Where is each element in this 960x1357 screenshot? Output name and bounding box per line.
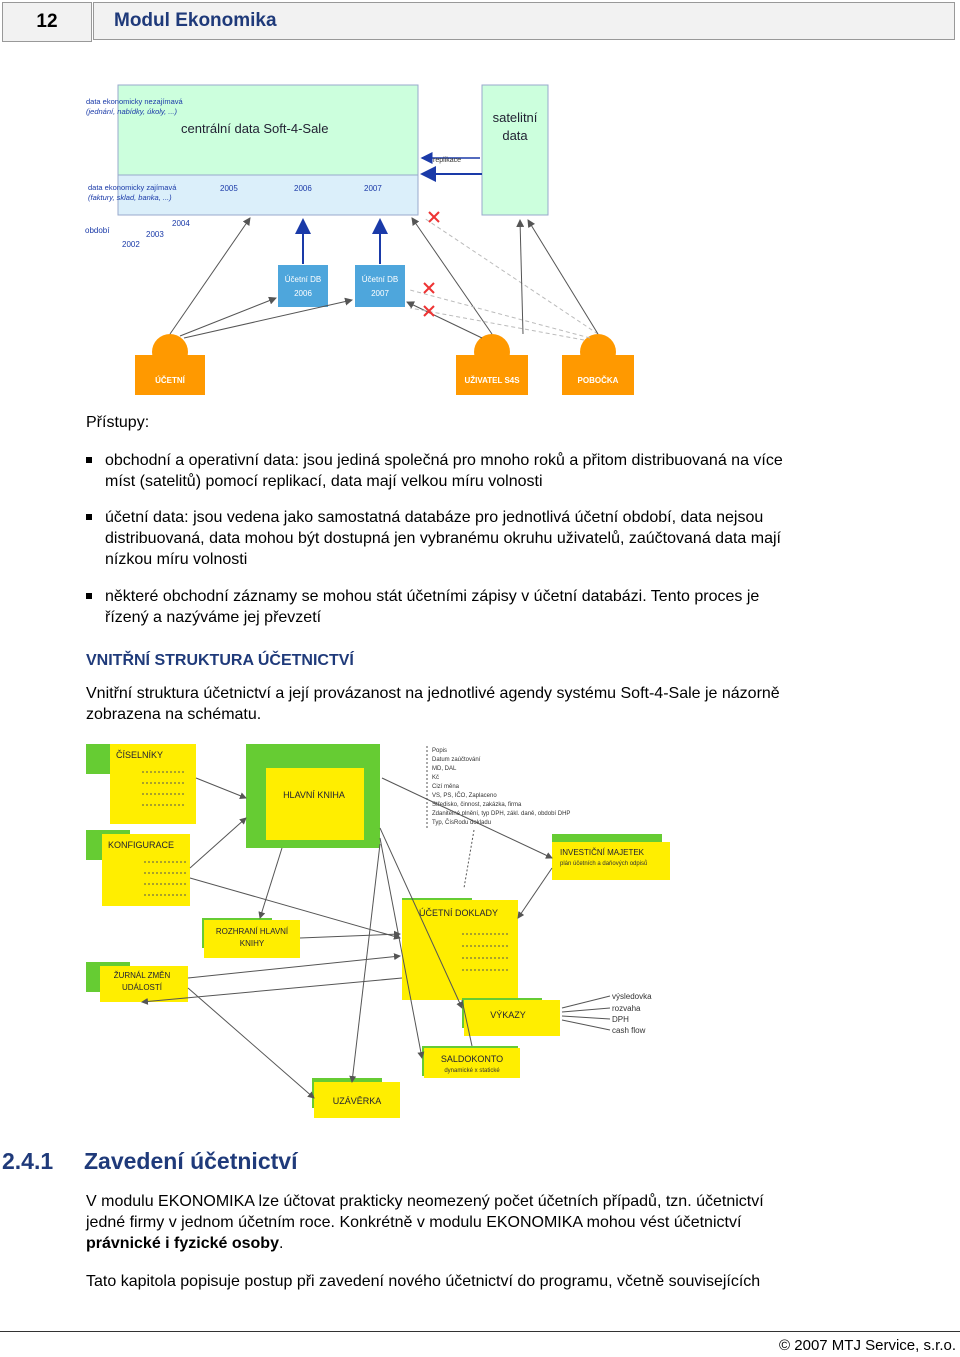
svg-text:UŽIVATEL S4S: UŽIVATEL S4S: [464, 376, 520, 385]
chapter-title: Zavedení účetnictví: [84, 1148, 298, 1174]
chapter-paragraph-1: V modulu EKONOMIKA lze účtovat prakticky…: [86, 1193, 764, 1252]
closing-box: [314, 1082, 400, 1118]
replication-label: replikace: [433, 157, 461, 164]
svg-text:Typ, ČísRodu dokladu: Typ, ČísRodu dokladu: [432, 819, 491, 826]
svg-text:KNIHY: KNIHY: [240, 939, 265, 948]
svg-text:Zdanitelné plnění, typ DPH, zá: Zdanitelné plnění, typ DPH, zákl. daně, …: [432, 811, 570, 817]
access-heading: Přístupy:: [86, 414, 150, 431]
svg-text:plán účetních a daňových odpis: plán účetních a daňových odpisů: [560, 860, 647, 867]
ciselniky-box: [110, 744, 196, 824]
konfigurace-box: [102, 834, 190, 906]
db-2006-box: [278, 265, 328, 307]
year-2002: 2002: [122, 240, 140, 249]
year-2007: 2007: [364, 184, 382, 193]
svg-text:VÝKAZY: VÝKAZY: [490, 1010, 526, 1020]
satellite-data-block: [481, 84, 549, 216]
structure-heading: VNITŘNÍ STRUKTURA ÚČETNICTVÍ: [86, 652, 354, 669]
bullet-3: některé obchodní záznamy se mohou stát ú…: [105, 588, 760, 626]
year-2003: 2003: [146, 230, 164, 239]
svg-text:INVESTIČNÍ MAJETEK: INVESTIČNÍ MAJETEK: [560, 848, 645, 857]
svg-text:2006: 2006: [294, 289, 312, 298]
central-label: centrální data Soft-4-Sale: [181, 121, 328, 136]
db-2007-box: [355, 265, 405, 307]
svg-text:Cizí měna: Cizí měna: [432, 784, 460, 790]
svg-text:Datum zaúčtování: Datum zaúčtování: [432, 757, 481, 763]
chapter-number: 2.4.1: [2, 1148, 54, 1174]
fields-list: Popis Datum zaúčtování MD, DAL Kč Cizí m…: [432, 748, 570, 826]
svg-text:SALDOKONTO: SALDOKONTO: [441, 1054, 503, 1064]
top-label-1: data ekonomicky nezajímavá: [86, 97, 184, 106]
accounting-documents-box: [402, 900, 518, 1000]
top-label-2: (jednání, nabídky, úkoly, ...): [86, 107, 178, 116]
svg-text:Popis: Popis: [432, 748, 447, 754]
svg-text:ÚČETNÍ: ÚČETNÍ: [155, 376, 186, 385]
svg-text:VS, PS, IČO, Zaplaceno: VS, PS, IČO, Zaplaceno: [432, 792, 497, 799]
svg-text:Kč: Kč: [432, 775, 439, 781]
year-2005: 2005: [220, 184, 238, 193]
year-2004: 2004: [172, 219, 190, 228]
svg-text:výsledovka: výsledovka: [612, 992, 652, 1001]
accounting-structure-diagram: ČÍSELNÍKY KONFIGURACE HLAVNÍ KNIHA Popis…: [86, 744, 670, 1118]
reports-box: [464, 1000, 560, 1036]
saldokonto-box: [424, 1048, 520, 1078]
svg-text:DPH: DPH: [612, 1015, 629, 1024]
svg-text:Účetní DB: Účetní DB: [362, 275, 398, 284]
svg-text:MD, DAL: MD, DAL: [432, 766, 457, 772]
svg-text:UDÁLOSTÍ: UDÁLOSTÍ: [122, 983, 163, 992]
years-block: [117, 174, 419, 216]
svg-text:ÚČETNÍ DOKLADY: ÚČETNÍ DOKLADY: [419, 908, 498, 918]
svg-text:KONFIGURACE: KONFIGURACE: [108, 840, 174, 850]
module-title: Modul Ekonomika: [93, 2, 955, 40]
data-architecture-diagram: data ekonomicky nezajímavá (jednání, nab…: [85, 84, 634, 395]
event-journal-box: [100, 966, 188, 1002]
svg-text:UZÁVĚRKA: UZÁVĚRKA: [333, 1096, 382, 1106]
central-data-block: [117, 84, 419, 176]
chapter-paragraph-2: Tato kapitola popisuje postup při zavede…: [86, 1273, 761, 1290]
satellite-label-1: satelitní: [493, 110, 538, 125]
actor-accountant: [135, 355, 205, 395]
chapter-heading: 2.4.1 Zavedení účetnictví: [2, 1148, 297, 1175]
footer-divider: [0, 1331, 960, 1332]
satellite-label-2: data: [502, 128, 528, 143]
bullet-1: obchodní a operativní data: jsou jediná …: [105, 452, 783, 490]
svg-text:2007: 2007: [371, 289, 389, 298]
structure-paragraph: Vnitřní struktura účetnictví a její prov…: [86, 685, 780, 723]
footer-copyright: © 2007 MTJ Service, s.r.o.: [779, 1337, 956, 1354]
svg-text:dynamické x statické: dynamické x statické: [444, 1068, 500, 1074]
svg-text:HLAVNÍ KNIHA: HLAVNÍ KNIHA: [283, 790, 345, 800]
page-number: 12: [2, 2, 92, 42]
actor-user-s4s: [456, 355, 528, 395]
mid-label-1: data ekonomicky zajímavá: [88, 183, 177, 192]
svg-text:POBOČKA: POBOČKA: [578, 376, 619, 385]
svg-text:cash flow: cash flow: [612, 1026, 646, 1035]
bullet-2: účetní data: jsou vedena jako samostatná…: [105, 509, 781, 568]
svg-text:rozvaha: rozvaha: [612, 1004, 641, 1013]
ledger-interface-box: [204, 920, 300, 958]
period-label: období: [85, 226, 110, 235]
svg-text:ROZHRANÍ HLAVNÍ: ROZHRANÍ HLAVNÍ: [216, 927, 289, 936]
svg-text:Účetní DB: Účetní DB: [285, 275, 321, 284]
svg-text:ŽURNÁL ZMĚN: ŽURNÁL ZMĚN: [114, 971, 171, 980]
year-2006: 2006: [294, 184, 312, 193]
mid-label-2: (faktury, sklad, banka, ...): [88, 193, 172, 202]
actor-branch: [562, 355, 634, 395]
svg-text:ČÍSELNÍKY: ČÍSELNÍKY: [116, 750, 163, 760]
svg-text:Středisko, činnost, zakázka, f: Středisko, činnost, zakázka, firma: [432, 802, 522, 808]
